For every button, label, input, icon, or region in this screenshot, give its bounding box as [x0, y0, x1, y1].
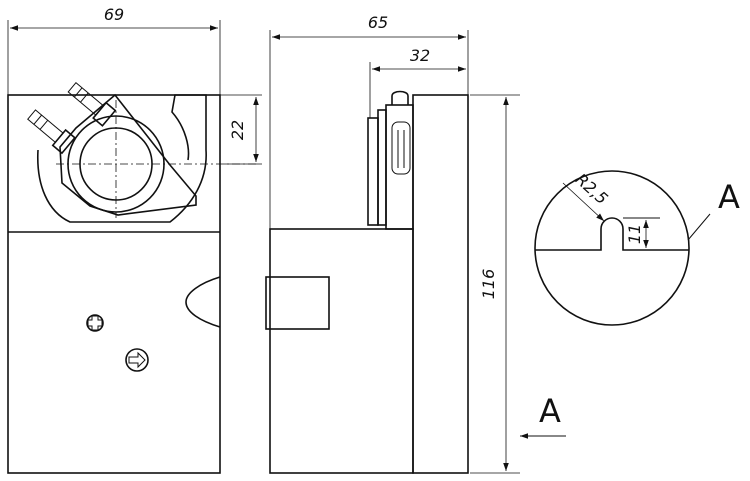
side-body-outline: [269, 228, 414, 474]
dim-front-width-text: 69: [104, 5, 124, 24]
detail-a: 11 R2,5 A: [534, 170, 740, 326]
side-clamp-slot: [391, 121, 411, 175]
side-clamp-bolt: [391, 90, 409, 105]
detail-depth-text: 11: [625, 224, 644, 244]
clamp-bolt-upper: [67, 81, 117, 127]
side-clamp-plate-1: [367, 117, 379, 226]
view-direction-arrow: A: [520, 392, 566, 439]
phillips-screw-icon: [86, 314, 104, 332]
view-label: A: [539, 392, 561, 430]
dim-total-height-text: 116: [479, 269, 498, 300]
side-clamp-plate-2: [377, 109, 387, 226]
dim-front-width: 69: [7, 5, 221, 95]
detail-radius-text: R2,5: [572, 170, 612, 209]
detail-circle: [534, 170, 690, 326]
front-view: [7, 81, 258, 474]
clamp-housing: [37, 94, 207, 223]
direction-switch-icon: [125, 348, 149, 372]
dim-side-width: 65: [269, 13, 469, 229]
detail-label: A: [718, 178, 740, 216]
dim-shaft-height: 22: [220, 94, 262, 165]
detail-slot-profile: [535, 217, 689, 251]
dim-side-offset: 32: [369, 46, 466, 118]
dim-total-height: 116: [470, 94, 520, 474]
clamp-bolt-lower: [27, 109, 76, 155]
side-view: [265, 90, 469, 474]
side-clamp-plate-3: [385, 104, 414, 230]
side-button: [265, 276, 330, 330]
side-mount-block: [412, 94, 469, 474]
release-button: [185, 276, 221, 328]
dim-side-offset-text: 32: [410, 46, 430, 65]
dim-shaft-height-text: 22: [228, 120, 247, 140]
dim-side-width-text: 65: [368, 13, 388, 32]
